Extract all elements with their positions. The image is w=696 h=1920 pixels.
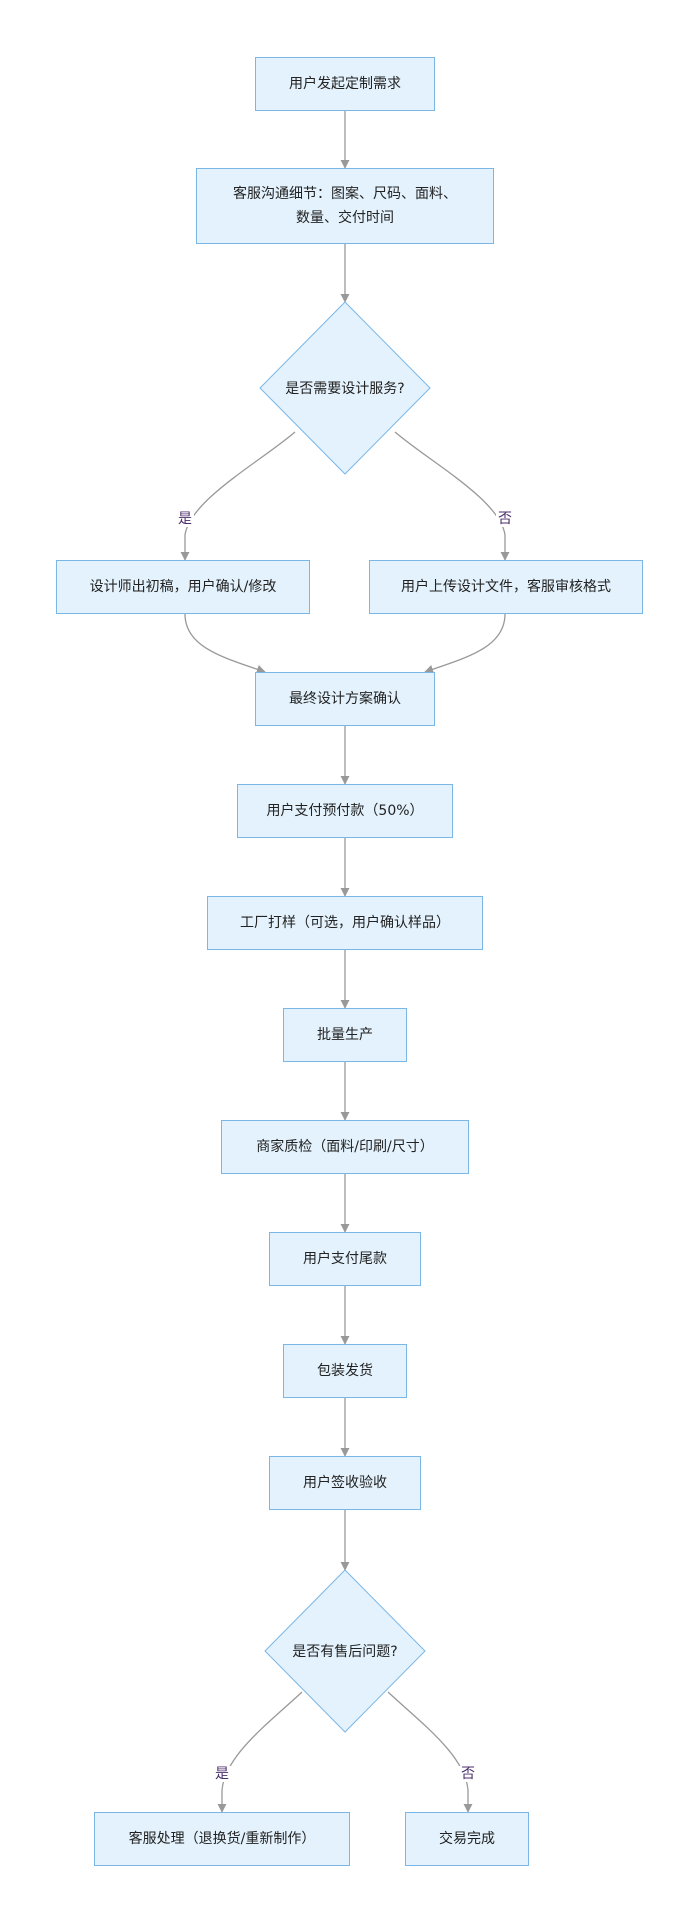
node-cs-communication-line2: 数量、交付时间	[296, 210, 394, 226]
node-cs-aftersales: 客服处理（退换货/重新制作）	[94, 1812, 350, 1866]
node-mass-production: 批量生产	[283, 1008, 407, 1062]
decision-design-label: 是否需要设计服务?	[285, 381, 405, 397]
node-final-payment: 用户支付尾款	[269, 1232, 421, 1286]
node-user-upload: 用户上传设计文件，客服审核格式	[369, 560, 643, 614]
decision-aftersales-label: 是否有售后问题?	[292, 1644, 398, 1660]
node-final-payment-label: 用户支付尾款	[303, 1251, 387, 1267]
node-transaction-complete-label: 交易完成	[439, 1831, 495, 1847]
node-transaction-complete: 交易完成	[405, 1812, 529, 1866]
decision-diamond-design	[259, 301, 431, 475]
node-designer-draft-label: 设计师出初稿，用户确认/修改	[89, 579, 277, 595]
edge-d2-n14	[387, 1691, 473, 1813]
node-packaging-label: 包装发货	[317, 1363, 373, 1379]
node-receipt: 用户签收验收	[269, 1456, 421, 1510]
node-final-design: 最终设计方案确认	[255, 672, 435, 726]
decision-diamond-aftersales	[264, 1569, 426, 1733]
edge-d2-n13	[217, 1691, 303, 1813]
node-receipt-label: 用户签收验收	[303, 1475, 387, 1491]
node-packaging: 包装发货	[283, 1344, 407, 1398]
node-mass-production-label: 批量生产	[317, 1027, 373, 1043]
node-user-upload-label: 用户上传设计文件，客服审核格式	[401, 579, 611, 595]
edge-label-aftersales-no: 否	[459, 1766, 477, 1782]
edge-n4-n5	[424, 613, 506, 674]
node-prepayment: 用户支付预付款（50%）	[237, 784, 453, 838]
node-final-design-label: 最终设计方案确认	[289, 691, 401, 707]
edge-n3-n5	[184, 613, 266, 674]
node-designer-draft: 设计师出初稿，用户确认/修改	[56, 560, 310, 614]
node-user-request-label: 用户发起定制需求	[289, 76, 401, 92]
node-cs-communication-line1: 客服沟通细节：图案、尺码、面料、	[233, 186, 457, 202]
node-prepayment-label: 用户支付预付款（50%）	[266, 803, 424, 819]
node-user-request: 用户发起定制需求	[255, 57, 435, 111]
node-quality-check-label: 商家质检（面料/印刷/尺寸）	[256, 1139, 434, 1155]
edge-d1-n3	[180, 431, 296, 561]
node-cs-aftersales-label: 客服处理（退换货/重新制作）	[128, 1831, 316, 1847]
edge-label-design-yes: 是	[176, 511, 194, 527]
node-quality-check: 商家质检（面料/印刷/尺寸）	[221, 1120, 469, 1174]
edge-label-design-no: 否	[496, 511, 514, 527]
edge-d1-n4	[394, 431, 510, 561]
edge-label-aftersales-yes: 是	[213, 1766, 231, 1782]
node-sampling: 工厂打样（可选，用户确认样品）	[207, 896, 483, 950]
node-sampling-label: 工厂打样（可选，用户确认样品）	[240, 915, 450, 931]
node-cs-communication: 客服沟通细节：图案、尺码、面料、 数量、交付时间	[196, 168, 494, 244]
